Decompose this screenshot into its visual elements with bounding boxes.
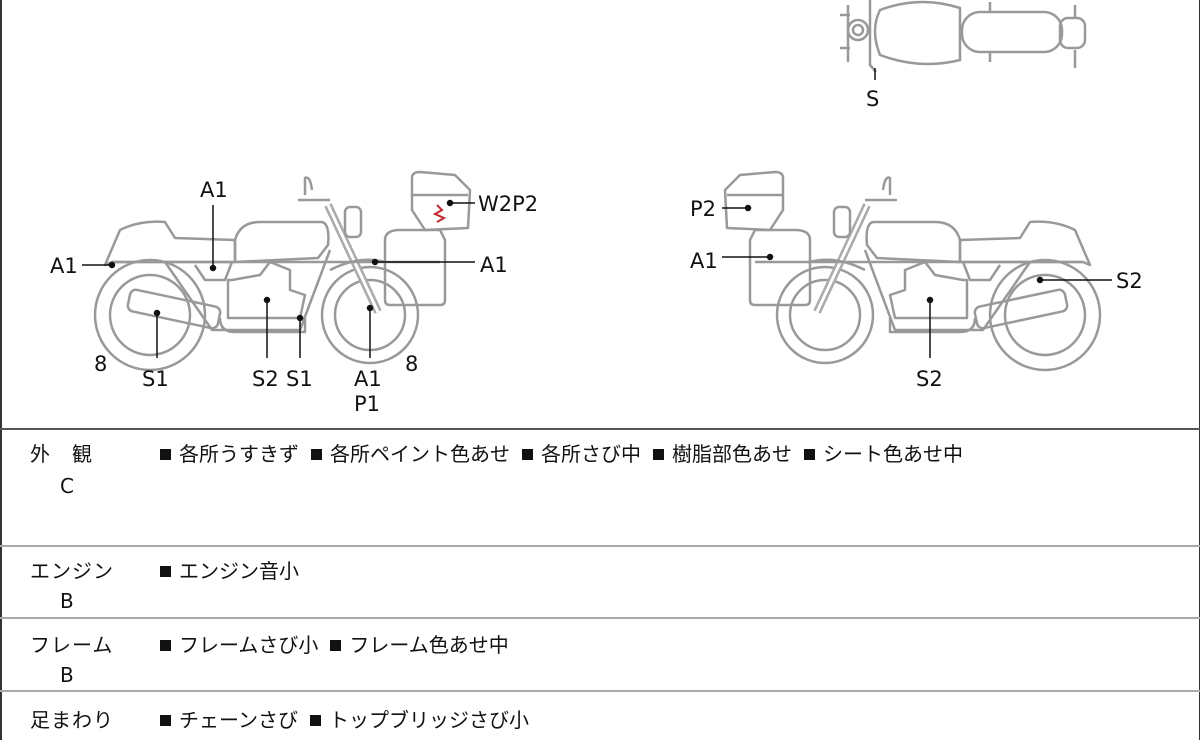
section-exterior: 外 観 C 各所うすきず各所ペイント色あせ各所さび中樹脂部色あせシート色あせ中: [0, 430, 1200, 545]
section-frame: フレーム B フレームさび小フレーム色あせ中: [0, 619, 1200, 689]
label-a1-fender: A1: [480, 253, 508, 277]
category-label: エンジン: [30, 559, 114, 583]
label-p2-topcase: P2: [690, 197, 716, 221]
divider: [0, 428, 1200, 430]
condition-item: 各所さび中: [522, 442, 641, 466]
condition-item: 各所うすきず: [160, 442, 299, 466]
condition-items: フレームさび小フレーム色あせ中: [160, 629, 521, 658]
category-label: 足まわり: [30, 708, 114, 732]
condition-item: シート色あせ中: [804, 442, 963, 466]
section-engine: エンジン B エンジン音小: [0, 547, 1200, 617]
condition-items: エンジン音小: [160, 555, 311, 584]
label-rear-tire: 8: [94, 352, 107, 376]
top-view-motorcycle: [840, 0, 1087, 73]
category-label: フレーム: [30, 633, 114, 657]
label-a1-fork: A1: [354, 367, 382, 391]
condition-item: トップブリッジさび小: [310, 708, 529, 732]
label-front-tire: 8: [405, 352, 418, 376]
right-side-motorcycle: [725, 172, 1100, 370]
label-s2-engine: S2: [252, 367, 279, 391]
label-p1-fork: P1: [354, 392, 380, 416]
grade-label: B: [60, 663, 74, 687]
grade-label: B: [60, 589, 74, 613]
label-a1-tank: A1: [200, 178, 228, 202]
condition-items: チェーンさびトップブリッジさび小: [160, 704, 541, 733]
label-a1-sidecase: A1: [690, 249, 718, 273]
label-s1-muffler: S1: [142, 367, 169, 391]
condition-item: 樹脂部色あせ: [653, 442, 792, 466]
divider: [0, 690, 1200, 692]
label-s1-exhaust: S1: [286, 367, 313, 391]
condition-item: フレームさび小: [160, 633, 318, 657]
label-a1-tail: A1: [50, 254, 78, 278]
section-suspension: 足まわり チェーンさびトップブリッジさび小: [0, 692, 1200, 732]
divider: [0, 545, 1200, 547]
condition-item: エンジン音小: [160, 559, 299, 583]
condition-item: フレーム色あせ中: [330, 633, 509, 657]
label-s2-engine-right: S2: [916, 367, 943, 391]
label-w2p2: W2P2: [478, 192, 538, 216]
label-s2-rear: S2: [1116, 269, 1143, 293]
grade-label: C: [60, 474, 74, 498]
condition-item: チェーンさび: [160, 708, 298, 732]
scratch-mark-icon: [432, 204, 447, 223]
category-label: 外 観: [30, 442, 93, 466]
left-side-motorcycle: [95, 172, 470, 370]
top-s-label: S: [866, 87, 879, 111]
condition-items: 各所うすきず各所ペイント色あせ各所さび中樹脂部色あせシート色あせ中: [160, 438, 975, 467]
divider: [0, 617, 1200, 619]
condition-item: 各所ペイント色あせ: [311, 442, 510, 466]
condition-diagram: S A1 A1 W2P2 A1 8 S1 S2 S1 A1 P1 8 P2 A1…: [50, 0, 1143, 416]
